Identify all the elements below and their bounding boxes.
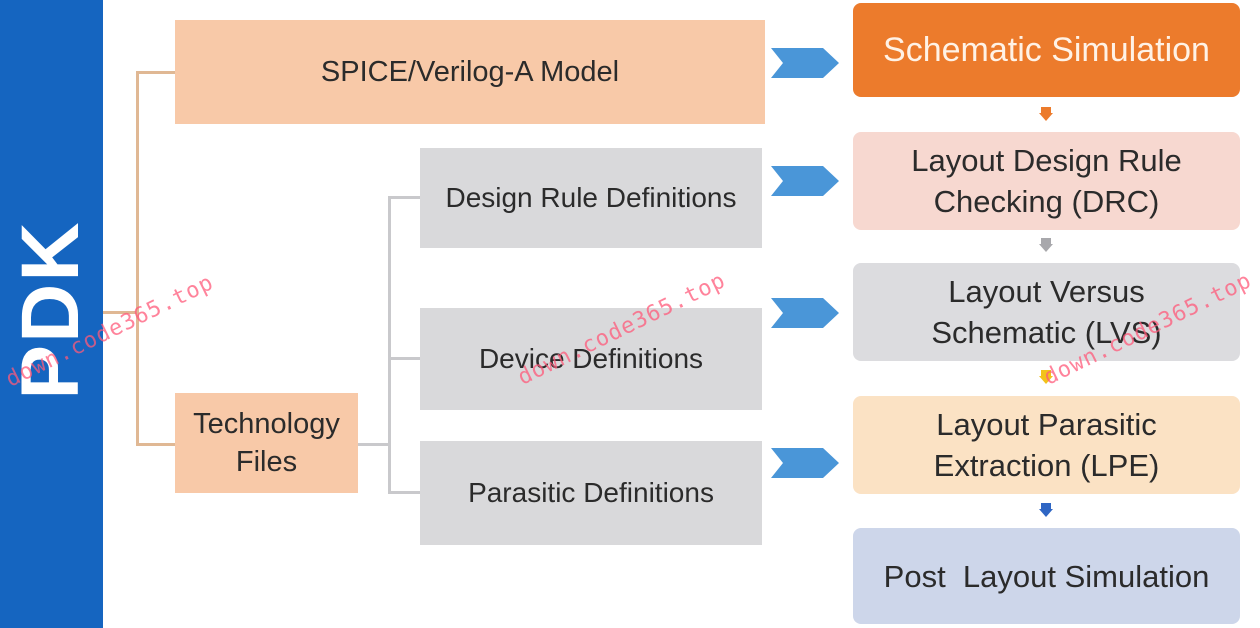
chevron-arrow-icon [771, 166, 839, 196]
parasitic-definitions-label: Parasitic Definitions [468, 477, 714, 508]
pdk-bar: PDK [0, 0, 103, 628]
chevron-arrow-icon [771, 448, 839, 478]
connector-pdk-trunk [136, 71, 139, 445]
post-layout-simulation-label: Post Layout Simulation [883, 558, 1210, 594]
down-arrow-icon [1039, 107, 1053, 121]
schematic-simulation-label: Schematic Simulation [883, 30, 1210, 69]
down-arrow-icon [1039, 370, 1053, 384]
connector-pdk-stub [103, 311, 137, 314]
lvs-label: Layout Versus Schematic (LVS) [931, 274, 1162, 350]
device-definitions-box: Device Definitions [420, 308, 762, 410]
lpe-label: Layout Parasitic Extraction (LPE) [933, 407, 1160, 483]
connector-tech-trunk [388, 196, 391, 493]
technology-files-box: Technology Files [175, 393, 358, 493]
device-definitions-label: Device Definitions [478, 343, 704, 374]
connector-to-spice [136, 71, 176, 74]
lvs-stage: Layout Versus Schematic (LVS) [853, 263, 1240, 361]
design-rule-definitions-box: Design Rule Definitions [420, 148, 762, 248]
post-layout-simulation-stage: Post Layout Simulation [853, 528, 1240, 624]
connector-tech-stub [358, 443, 390, 446]
design-rule-definitions-label: Design Rule Definitions [445, 182, 737, 213]
connector-to-par [388, 491, 420, 494]
drc-label: Layout Design Rule Checking (DRC) [911, 143, 1182, 219]
down-arrow-icon [1039, 503, 1053, 517]
chevron-arrow-icon [771, 298, 839, 328]
spice-model-box: SPICE/Verilog-A Model [175, 20, 765, 124]
technology-files-label: Technology Files [193, 408, 340, 478]
connector-to-dev [388, 357, 420, 360]
parasitic-definitions-box: Parasitic Definitions [420, 441, 762, 545]
connector-to-tech [136, 443, 176, 446]
connector-to-drd [388, 196, 420, 199]
lpe-stage: Layout Parasitic Extraction (LPE) [853, 396, 1240, 494]
chevron-arrow-icon [771, 48, 839, 78]
drc-stage: Layout Design Rule Checking (DRC) [853, 132, 1240, 230]
spice-model-label: SPICE/Verilog-A Model [320, 56, 620, 88]
down-arrow-icon [1039, 238, 1053, 252]
schematic-simulation-stage: Schematic Simulation [853, 3, 1240, 97]
